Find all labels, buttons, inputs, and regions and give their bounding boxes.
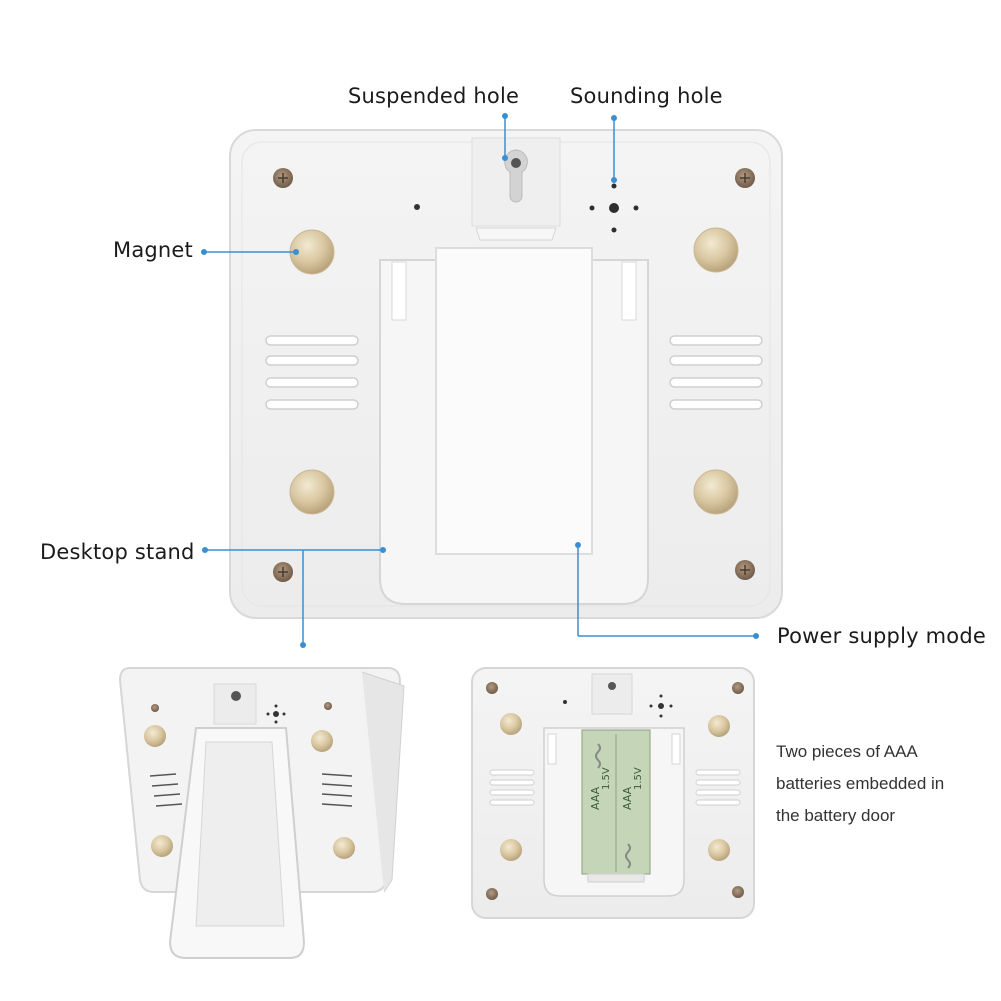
label-sounding-hole: Sounding hole xyxy=(570,84,723,108)
battery-voltage-right: 1.5V xyxy=(633,767,644,790)
magnet-icon xyxy=(289,469,335,515)
screw-icon xyxy=(735,168,755,188)
magnet-icon xyxy=(693,469,739,515)
label-desktop-stand: Desktop stand xyxy=(40,540,195,564)
screw-icon xyxy=(735,560,755,580)
battery-note-line-3: the battery door xyxy=(776,806,896,825)
battery-label-right: AAA xyxy=(621,786,634,810)
label-suspended-hole: Suspended hole xyxy=(348,84,520,108)
sounding-hole-icon xyxy=(589,183,639,233)
label-magnet: Magnet xyxy=(113,238,193,262)
label-power-supply-mode: Power supply mode xyxy=(777,624,986,648)
suspended-hole-icon xyxy=(471,137,561,241)
desktop-stand xyxy=(379,247,649,605)
magnet-icon xyxy=(693,227,739,273)
battery-note-line-2: batteries embedded in xyxy=(776,774,945,793)
vent-slots-right xyxy=(669,335,763,410)
main-device xyxy=(229,129,783,619)
battery-note: Two pieces of AAA batteries embedded in … xyxy=(776,736,944,832)
screw-icon xyxy=(273,168,293,188)
angled-device xyxy=(118,667,405,959)
battery-note-line-1: Two pieces of AAA xyxy=(776,742,918,761)
battery-label-left: AAA xyxy=(589,786,602,810)
vent-slots-left xyxy=(265,335,359,410)
battery-device: AAA 1.5V AAA 1.5V xyxy=(471,667,755,919)
callout-lines xyxy=(201,113,759,648)
battery-voltage-left: 1.5V xyxy=(601,767,612,790)
screw-icon xyxy=(273,562,293,582)
